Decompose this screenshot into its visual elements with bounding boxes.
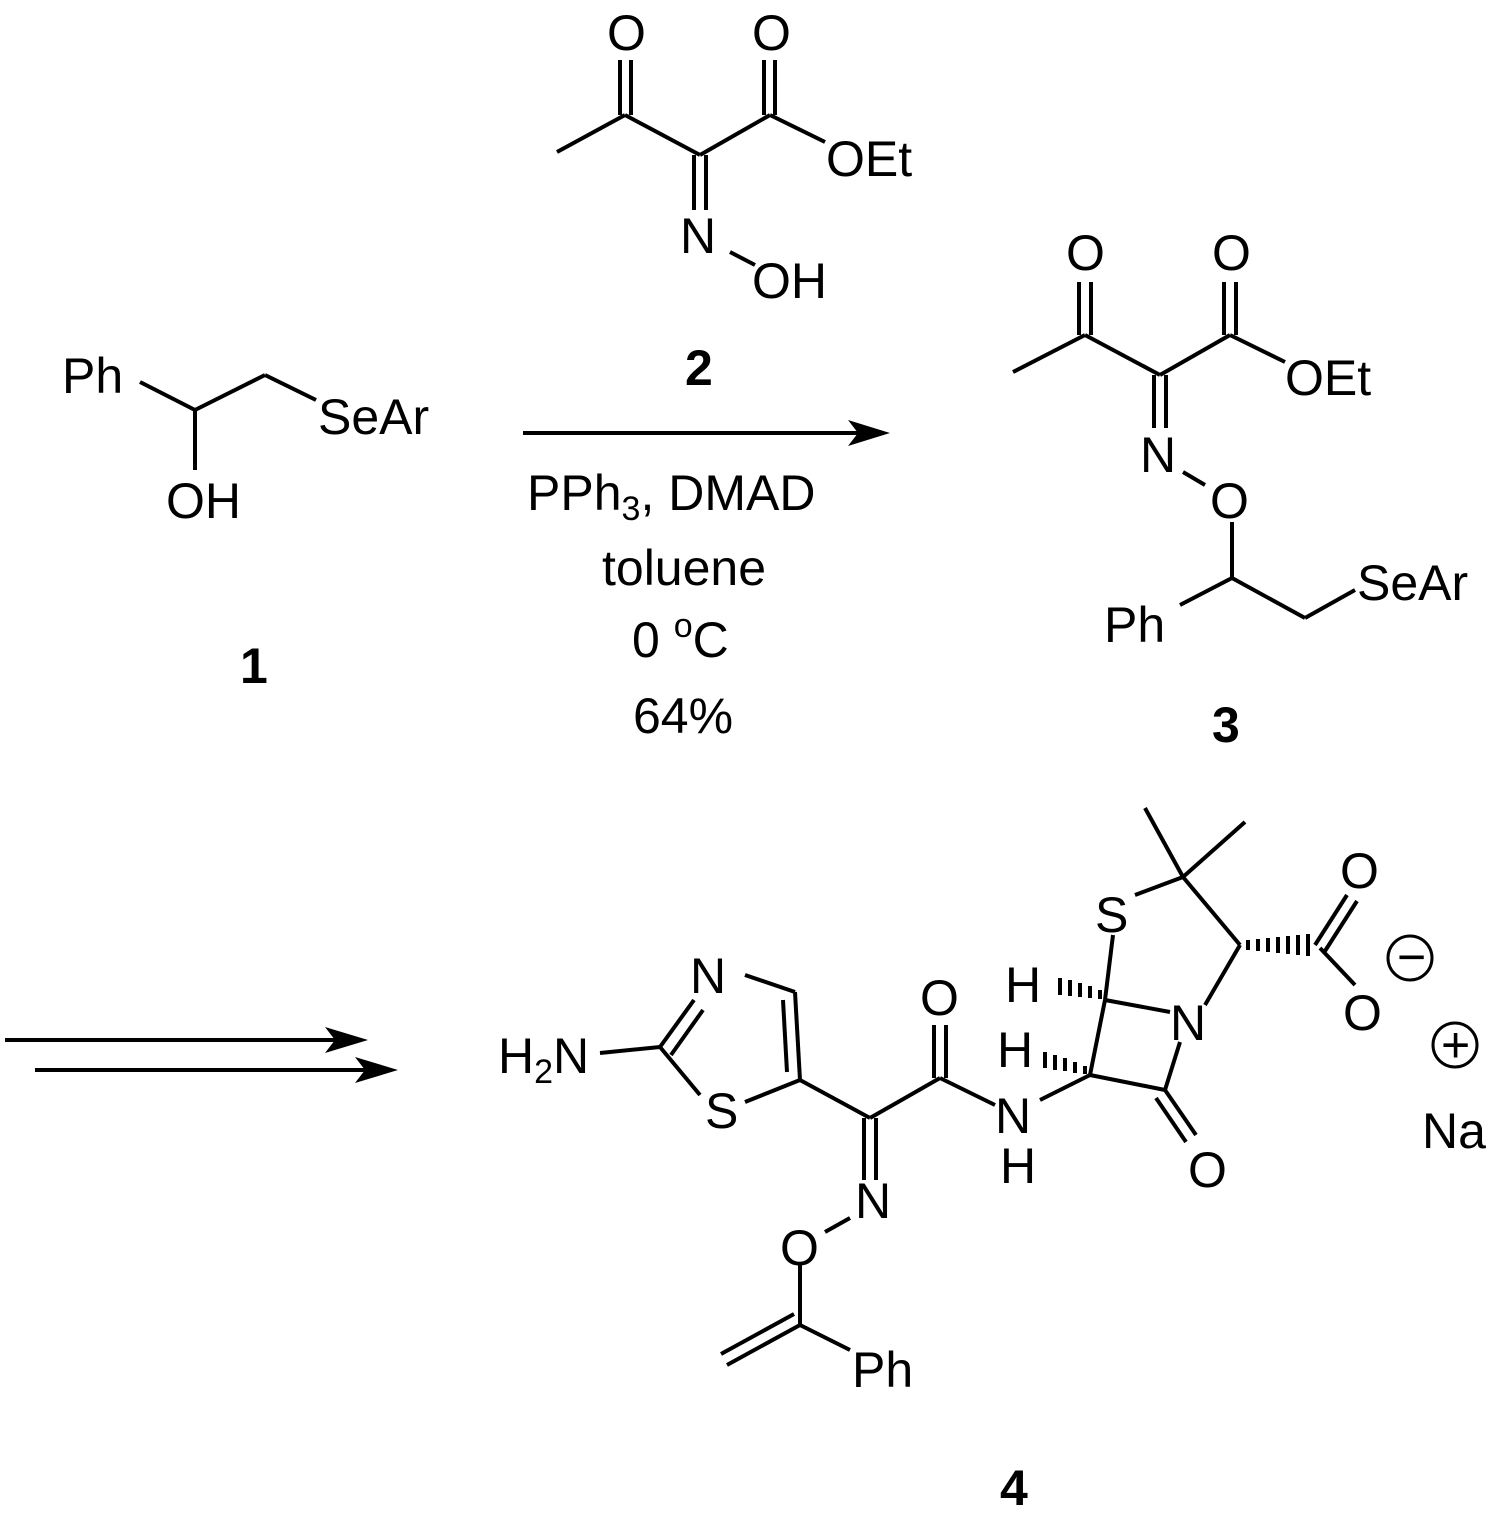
compound-number-4: 4: [1000, 1460, 1028, 1516]
compound-number-3: 3: [1212, 697, 1240, 753]
ester-oxygen-label: O: [752, 5, 791, 61]
negative-charge-circle: [1386, 934, 1434, 982]
oxime-nitrogen-label: N: [1140, 427, 1176, 483]
reaction-arrow-1: [523, 420, 890, 446]
compound-number-2: 2: [685, 340, 713, 396]
lactam-oxygen-label: O: [1188, 1142, 1227, 1198]
oxime-nitrogen-label: N: [680, 208, 716, 264]
phenyl-label: Ph: [62, 348, 123, 404]
temperature-label: 0 oC: [632, 607, 729, 668]
amino-label: H2N: [498, 1028, 589, 1091]
reagents-label: PPh3, DMAD: [527, 465, 815, 528]
oxime-nitrogen-label: N: [855, 1173, 891, 1229]
oxime-oxygen-label: O: [1210, 473, 1249, 529]
amide-nitrogen-label: N: [995, 1088, 1031, 1144]
hydroxyl-label: OH: [166, 473, 241, 529]
reaction-conditions: PPh3, DMAD toluene 0 oC 64%: [527, 465, 815, 744]
searyl-label: SeAr: [318, 389, 429, 445]
compound-2: O O OEt N OH 2: [556, 5, 912, 396]
negative-charge-sign: −: [1397, 929, 1426, 985]
ketone-oxygen-label: O: [1066, 225, 1105, 281]
oxime-hydroxyl-label: OH: [752, 253, 827, 309]
multistep-arrows: [5, 1027, 398, 1083]
compound-3: O O OEt N O Ph SeAr 3: [1012, 225, 1468, 753]
carboxylate-oxide-label: O: [1343, 985, 1382, 1041]
ethoxy-label: OEt: [1285, 350, 1371, 406]
solvent-label: toluene: [602, 540, 766, 596]
hashed-wedge-h1: [1058, 978, 1102, 999]
ethoxy-label: OEt: [826, 131, 912, 187]
compound-4: N S H2N N O Ph O N H S H H N O O O − + N…: [498, 807, 1486, 1516]
ester-oxygen-label: O: [1212, 225, 1251, 281]
ring-nitrogen-label: N: [1170, 995, 1206, 1051]
yield-label: 64%: [633, 688, 733, 744]
oxime-oxygen-label: O: [780, 1220, 819, 1276]
amide-hydrogen-label: H: [1000, 1138, 1036, 1194]
hashed-wedge-h2: [1043, 1052, 1087, 1074]
positive-charge-sign: +: [1441, 1017, 1470, 1073]
hashed-wedge-carboxylate: [1246, 934, 1310, 956]
compound-number-1: 1: [240, 638, 268, 694]
thiazole-nitrogen-label: N: [690, 948, 726, 1004]
phenyl-label: Ph: [852, 1342, 913, 1398]
compound-1: Ph SeAr OH 1: [62, 348, 429, 694]
amide-oxygen-label: O: [920, 970, 959, 1026]
thiazole-sulfur-label: S: [705, 1083, 738, 1139]
phenyl-label: Ph: [1104, 597, 1165, 653]
searyl-label: SeAr: [1357, 555, 1468, 611]
sodium-label: Na: [1422, 1103, 1486, 1159]
positive-charge-circle: [1431, 1021, 1479, 1069]
ketone-oxygen-label: O: [607, 5, 646, 61]
ring-sulfur-label: S: [1095, 887, 1128, 943]
carboxylate-oxygen-label: O: [1340, 843, 1379, 899]
hydrogen-1-label: H: [1005, 957, 1041, 1013]
hydrogen-2-label: H: [997, 1022, 1033, 1078]
